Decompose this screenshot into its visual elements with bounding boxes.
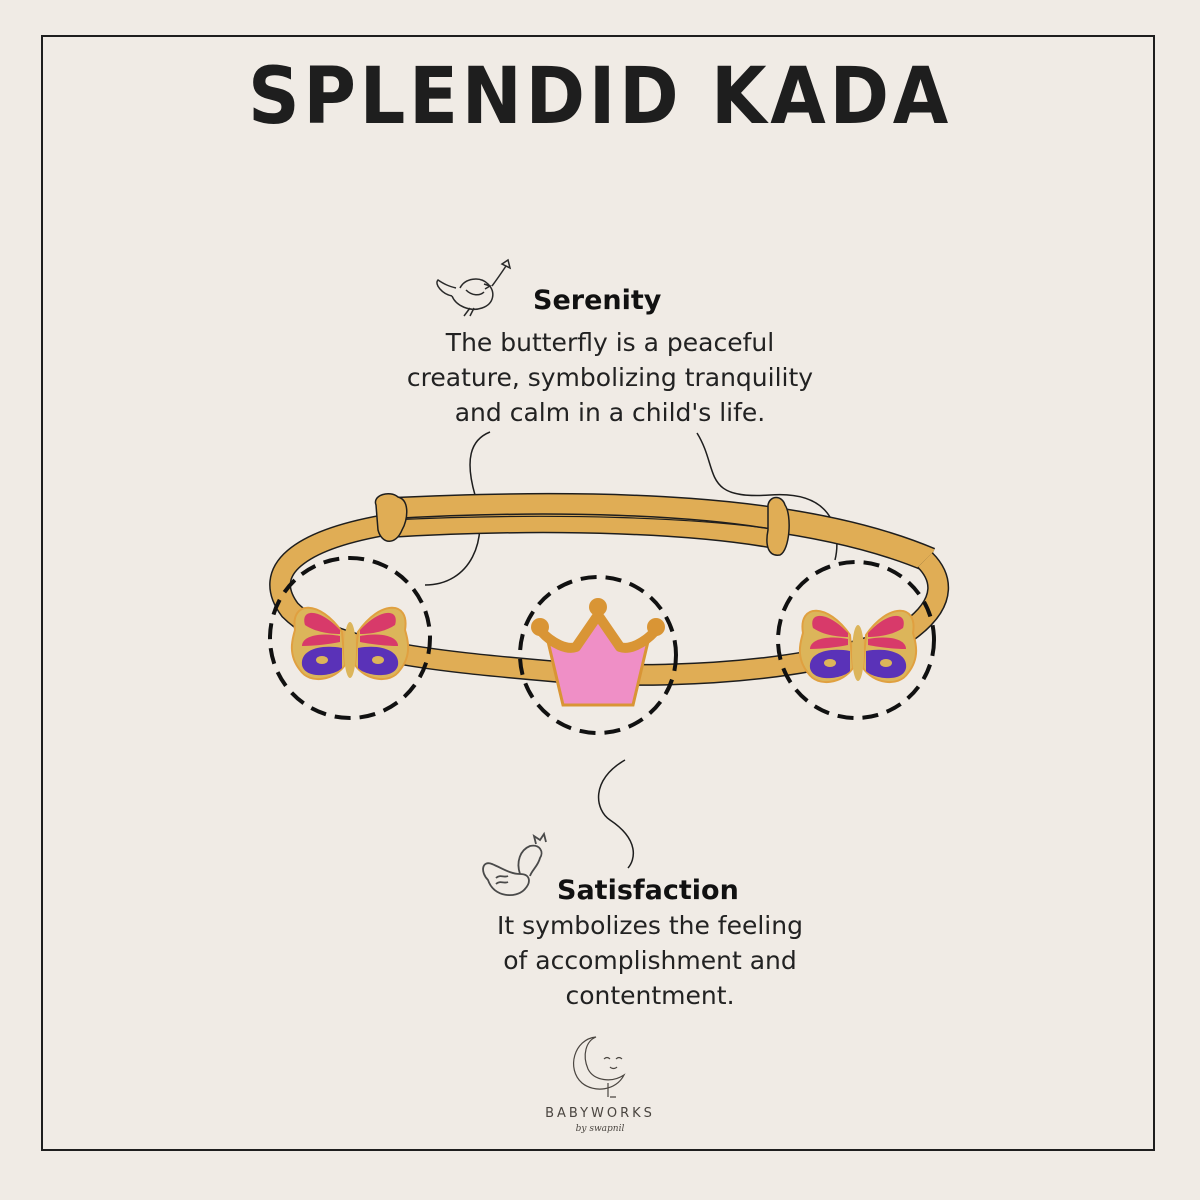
knot-left bbox=[374, 493, 408, 542]
satisfaction-heading: Satisfaction bbox=[557, 875, 739, 906]
brand-name: BABYWORKS bbox=[545, 1106, 655, 1121]
moon-icon bbox=[573, 1036, 626, 1098]
page-title: SPLENDID KADA bbox=[247, 52, 952, 142]
swan-icon bbox=[482, 831, 547, 896]
bird-icon bbox=[436, 258, 512, 317]
satisfaction-line-2: of accomplishment and bbox=[503, 946, 797, 975]
serenity-line-1: The butterfly is a peaceful bbox=[445, 328, 775, 357]
satisfaction-description: It symbolizes the feeling of accomplishm… bbox=[455, 908, 845, 1013]
serenity-line-3: and calm in a child's life. bbox=[454, 398, 766, 427]
highlight-circle-right bbox=[776, 560, 936, 720]
page-frame bbox=[41, 35, 1155, 1151]
serenity-description: The butterfly is a peaceful creature, sy… bbox=[380, 325, 840, 430]
knot-right bbox=[766, 496, 790, 556]
satisfaction-line-3: contentment. bbox=[565, 981, 735, 1010]
serenity-line-2: creature, symbolizing tranquility bbox=[406, 363, 814, 392]
highlight-circle-left bbox=[268, 556, 432, 720]
highlight-circle-center bbox=[518, 575, 678, 735]
satisfaction-line-1: It symbolizes the feeling bbox=[497, 911, 803, 940]
crown-charm bbox=[531, 598, 665, 707]
serenity-heading: Serenity bbox=[533, 285, 662, 316]
butterfly-charm-right bbox=[798, 609, 918, 683]
leader-line-bottom bbox=[597, 759, 635, 869]
brand-tagline: by swapnil bbox=[575, 1124, 625, 1134]
butterfly-charm-left bbox=[290, 606, 410, 680]
